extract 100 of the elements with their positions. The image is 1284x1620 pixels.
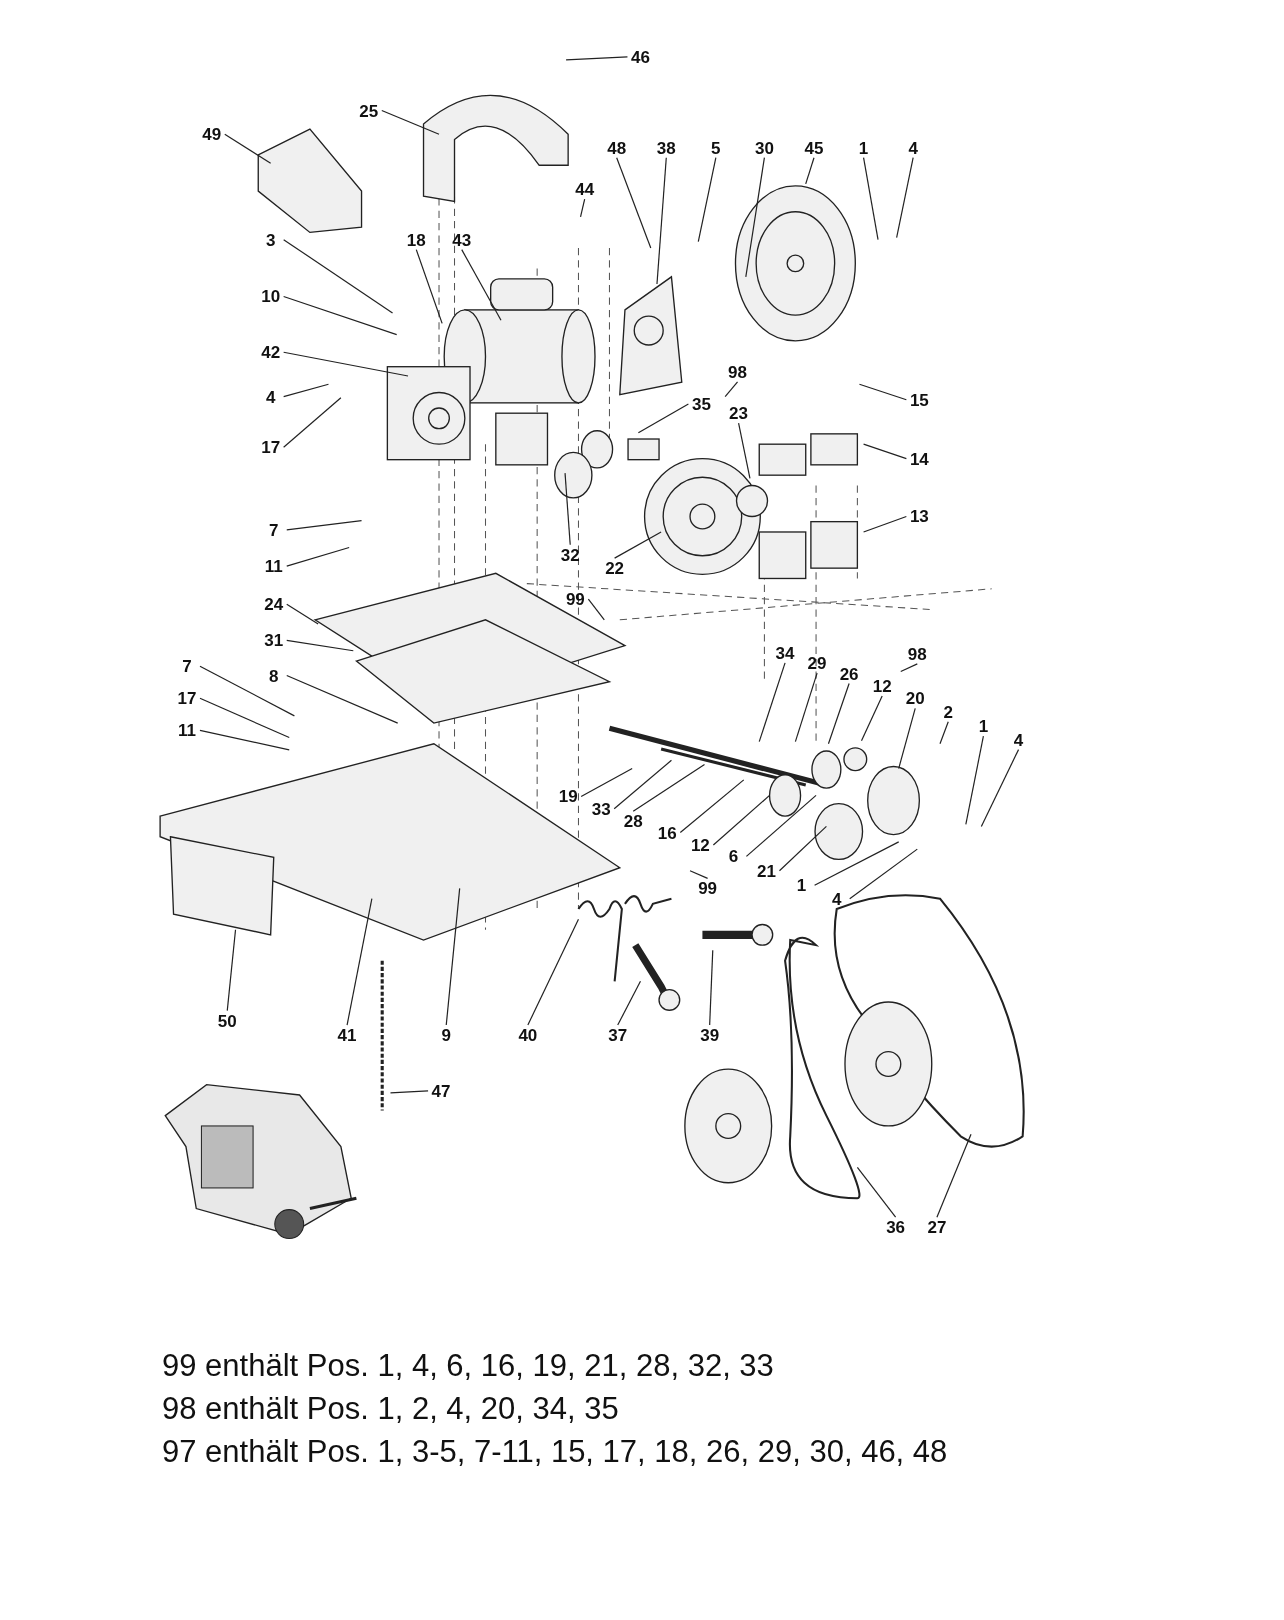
leader-line xyxy=(199,665,295,717)
callout-number: 12 xyxy=(872,677,892,695)
callout-number: 28 xyxy=(623,812,643,830)
leader-line xyxy=(461,249,502,321)
callout-number: 10 xyxy=(261,287,281,305)
leader-line xyxy=(745,794,817,857)
callout-number: 16 xyxy=(657,824,677,842)
leader-line xyxy=(898,707,916,770)
callout-number: 20 xyxy=(905,689,925,707)
callout-number: 17 xyxy=(261,438,281,456)
callout-number: 45 xyxy=(804,139,824,157)
leader-line xyxy=(637,403,689,434)
callout-number: 50 xyxy=(217,1012,237,1030)
callout-number: 49 xyxy=(202,125,222,143)
leader-line xyxy=(286,520,363,531)
callout-number: 13 xyxy=(909,508,929,525)
note-text: 98 enthält Pos. 1, 2, 4, 20, 34, 35 xyxy=(162,1393,620,1424)
leader-line xyxy=(445,887,461,1026)
callout-number: 3 xyxy=(265,231,276,249)
callout-number: 99 xyxy=(698,879,718,897)
leader-line xyxy=(381,109,440,135)
leader-line xyxy=(199,729,290,751)
leader-line xyxy=(863,515,907,533)
leader-line xyxy=(860,695,883,742)
leader-line xyxy=(565,56,629,61)
callout-number: 5 xyxy=(711,139,721,157)
leader-line xyxy=(863,443,907,460)
callout-number: 39 xyxy=(700,1026,720,1044)
callout-number: 98 xyxy=(907,645,927,663)
callout-number: 37 xyxy=(608,1026,628,1044)
callout-number: 4 xyxy=(1013,731,1024,749)
leader-line xyxy=(697,157,717,243)
leader-line xyxy=(856,1166,897,1218)
callout-number: 23 xyxy=(729,404,749,422)
leader-line xyxy=(827,682,850,745)
callout-number: 42 xyxy=(261,343,281,361)
callout-number: 15 xyxy=(909,391,929,409)
callout-number: 18 xyxy=(406,231,426,249)
leader-line xyxy=(814,841,900,886)
leader-line xyxy=(587,598,605,621)
callout-number: 98 xyxy=(728,363,747,381)
callout-number: 21 xyxy=(757,862,776,880)
leader-line xyxy=(863,157,879,241)
leader-line xyxy=(580,767,633,798)
leader-line xyxy=(712,794,771,846)
leader-line xyxy=(527,918,580,1026)
leader-line xyxy=(283,397,342,448)
leader-line xyxy=(745,157,765,278)
callout-number: 11 xyxy=(264,557,283,575)
leader-line xyxy=(896,157,914,239)
leader-line xyxy=(283,239,394,314)
leader-line xyxy=(858,383,907,401)
callout-number: 32 xyxy=(560,546,580,564)
leader-line xyxy=(980,749,1020,827)
callout-number: 1 xyxy=(796,876,807,894)
leader-line xyxy=(283,295,398,336)
callout-number: 47 xyxy=(431,1082,451,1100)
callout-number: 35 xyxy=(691,395,711,413)
callout-number: 7 xyxy=(269,521,279,539)
callout-number: 48 xyxy=(607,139,627,157)
callout-number: 31 xyxy=(264,631,284,649)
leader-line xyxy=(283,383,330,398)
callout-number: 30 xyxy=(754,139,774,157)
callout-number: 46 xyxy=(631,48,650,66)
leader-line xyxy=(286,639,354,652)
callout-number: 27 xyxy=(927,1218,947,1236)
leader-line xyxy=(286,546,350,567)
leader-line xyxy=(632,763,706,812)
leader-line xyxy=(805,157,815,185)
callout-number: 1 xyxy=(978,717,989,735)
leader-line xyxy=(564,472,571,546)
callout-number: 2 xyxy=(943,703,953,721)
leader-line xyxy=(617,980,642,1026)
callout-number: 7 xyxy=(182,657,192,675)
callout-number: 99 xyxy=(565,590,585,608)
leader-line xyxy=(614,531,662,559)
callout-number: 24 xyxy=(264,595,284,613)
leader-line xyxy=(616,157,652,249)
callout-number: 22 xyxy=(605,559,625,577)
callout-number: 33 xyxy=(591,800,611,818)
callout-number: 4 xyxy=(265,388,276,406)
leader-line xyxy=(778,825,827,872)
leader-line xyxy=(900,663,918,673)
callout-number: 29 xyxy=(807,654,827,672)
leader-line xyxy=(579,198,586,218)
callout-number: 4 xyxy=(908,139,918,157)
leader-line xyxy=(709,949,714,1026)
note-text: 97 enthält Pos. 1, 3-5, 7-11, 15, 17, 18, 26, 29, 30, 46, 48 xyxy=(162,1436,948,1467)
leader-line xyxy=(283,351,409,377)
leader-line xyxy=(346,898,373,1026)
leader-line xyxy=(389,1090,429,1094)
callout-number: 44 xyxy=(575,180,595,198)
leader-line xyxy=(849,848,918,900)
callout-number: 38 xyxy=(656,139,676,157)
leader-line xyxy=(965,735,984,825)
leader-line xyxy=(758,662,786,743)
leader-line xyxy=(199,697,290,739)
leader-line xyxy=(679,779,745,834)
callout-number: 34 xyxy=(775,644,795,662)
callout-number: 9 xyxy=(441,1026,451,1044)
